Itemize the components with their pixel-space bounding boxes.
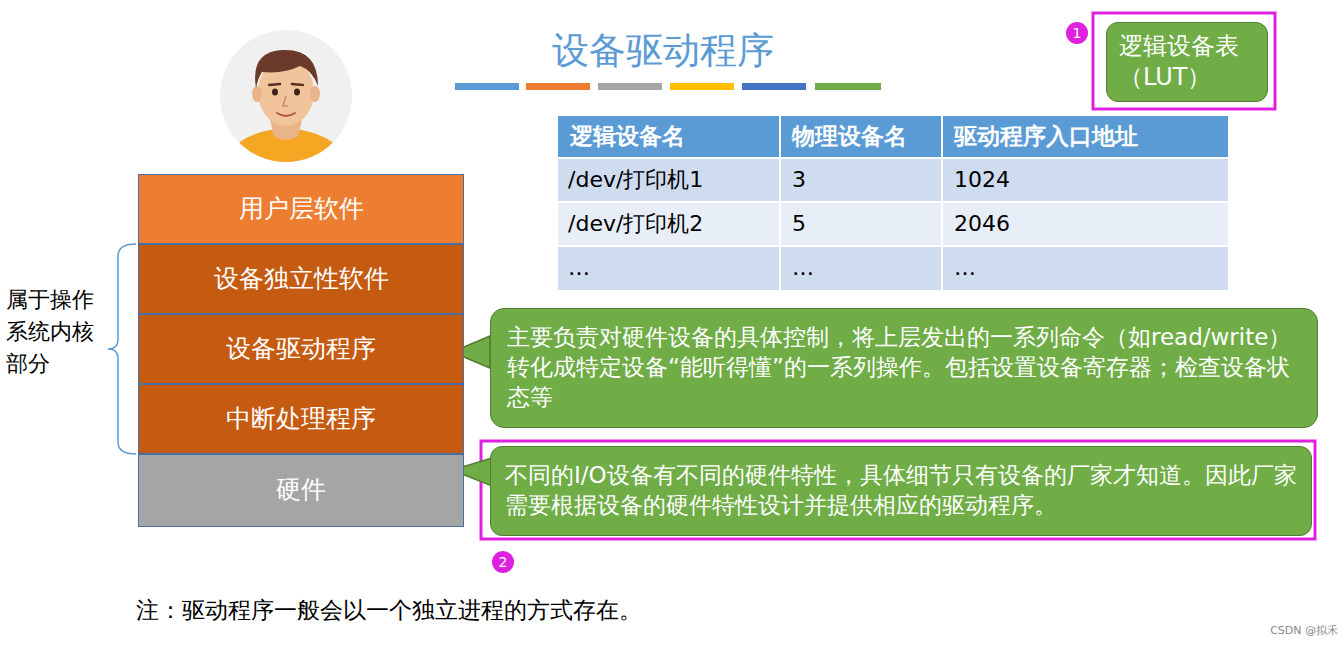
table-cell: /dev/打印机2 (560, 202, 780, 246)
callout-number: 1 (1067, 22, 1087, 44)
brace (108, 244, 136, 454)
layer-box: 中断处理程序 (138, 384, 464, 454)
table-cell: … (782, 246, 942, 290)
table-cell: 3 (782, 158, 942, 202)
node-text: 中断处理程序 (147, 403, 455, 436)
node-text: 设备驱动程序 (147, 333, 455, 366)
callout-number: 2 (493, 551, 513, 573)
avatar (220, 30, 352, 170)
table-cell: /dev/打印机1 (560, 158, 780, 202)
table-grid (558, 116, 1228, 290)
table-cell: 2046 (944, 202, 1228, 246)
callout-box: 不同的I/O设备有不同的硬件特性，具体细节只有设备的厂家才知道。因此厂家需要根据… (490, 446, 1312, 536)
note: 注：驱动程序一般会以一个独立进程的方式存在。 (136, 592, 936, 630)
node-text: 用户层软件 (147, 193, 455, 226)
title: 设备驱动程序 (463, 26, 863, 76)
table-header: 物理设备名 (782, 116, 942, 158)
callout-badge (1066, 22, 1088, 44)
table-header: 驱动程序入口地址 (944, 116, 1228, 158)
layer-box: 用户层软件 (138, 174, 464, 244)
layer-box: 设备独立性软件 (138, 244, 464, 314)
node-text: 硬件 (147, 474, 455, 507)
highlight-frame (1093, 13, 1275, 109)
table-header: 逻辑设备名 (560, 116, 780, 158)
table-cell: … (560, 246, 780, 290)
node-text: 逻辑设备表（LUT） (1119, 31, 1255, 93)
node-text: 设备独立性软件 (147, 263, 455, 296)
table-cell: 1024 (944, 158, 1228, 202)
bracket-label: 属于操作系统内核部分 (6, 284, 98, 414)
title-bars (455, 83, 881, 90)
node-text: 主要负责对硬件设备的具体控制，将上层发出的一系列命令（如read/write）转… (507, 323, 1301, 413)
callout-badge (492, 551, 514, 573)
hardware-box: 硬件 (138, 454, 464, 527)
node-text: 不同的I/O设备有不同的硬件特性，具体细节只有设备的厂家才知道。因此厂家需要根据… (505, 461, 1297, 521)
layer-box: 设备驱动程序 (138, 314, 464, 384)
highlight-frame (481, 441, 1315, 539)
table-cell: 5 (782, 202, 942, 246)
callout-box: 逻辑设备表（LUT） (1106, 22, 1268, 102)
watermark: CSDN @拟禾 (1240, 622, 1338, 640)
table-cell: … (944, 246, 1228, 290)
callout-box: 主要负责对硬件设备的具体控制，将上层发出的一系列命令（如read/write）转… (490, 308, 1318, 428)
